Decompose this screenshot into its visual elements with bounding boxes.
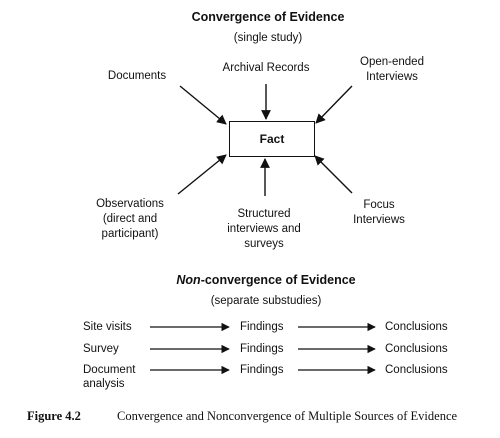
row1-conclusions: Conclusions: [385, 321, 448, 333]
row2-findings: Findings: [240, 343, 284, 355]
row1-findings: Findings: [240, 321, 284, 333]
convergence-subtitle: (single study): [233, 32, 303, 44]
source-focus-line1: Focus: [363, 199, 395, 211]
row1-source: Site visits: [83, 321, 132, 333]
source-structured-line1: Structured: [237, 208, 291, 220]
source-structured-line2: interviews and: [227, 223, 301, 235]
row3-findings: Findings: [240, 364, 284, 376]
nonconvergence-title-italic: Non: [176, 273, 201, 287]
nonconvergence-title: Non-convergence of Evidence: [176, 273, 355, 287]
arrow-observations-to-fact: [177, 154, 227, 195]
fact-label: Fact: [259, 132, 285, 146]
nonconvergence-subtitle: (separate substudies): [210, 295, 322, 307]
row2-conclusions: Conclusions: [385, 343, 448, 355]
source-documents: Documents: [107, 70, 167, 82]
row3-conclusions: Conclusions: [385, 364, 448, 376]
figure-number: Figure 4.2: [27, 409, 81, 423]
arrow-open-ended-to-fact: [315, 85, 353, 124]
row3-source-line2: analysis: [83, 378, 125, 390]
fact-box: [229, 121, 315, 157]
source-observations-line2: (direct and: [102, 213, 158, 225]
row3-source-line1: Document: [83, 364, 136, 376]
nonconvergence-title-rest: -convergence of Evidence: [200, 273, 356, 287]
source-open-ended-line2: Interviews: [366, 71, 418, 83]
source-archival-records: Archival Records: [222, 62, 310, 74]
source-structured-line3: surveys: [244, 238, 284, 250]
source-observations-line1: Observations: [96, 198, 164, 210]
convergence-title: Convergence of Evidence: [191, 10, 345, 24]
source-focus-line2: Interviews: [353, 214, 405, 226]
arrow-focus-to-fact: [314, 155, 353, 194]
source-observations-line3: participant): [101, 228, 159, 240]
source-open-ended-line1: Open-ended: [360, 56, 424, 68]
figure-caption: Convergence and Nonconvergence of Multip…: [117, 409, 458, 423]
arrow-documents-to-fact: [179, 85, 227, 125]
row2-source: Survey: [83, 343, 119, 355]
